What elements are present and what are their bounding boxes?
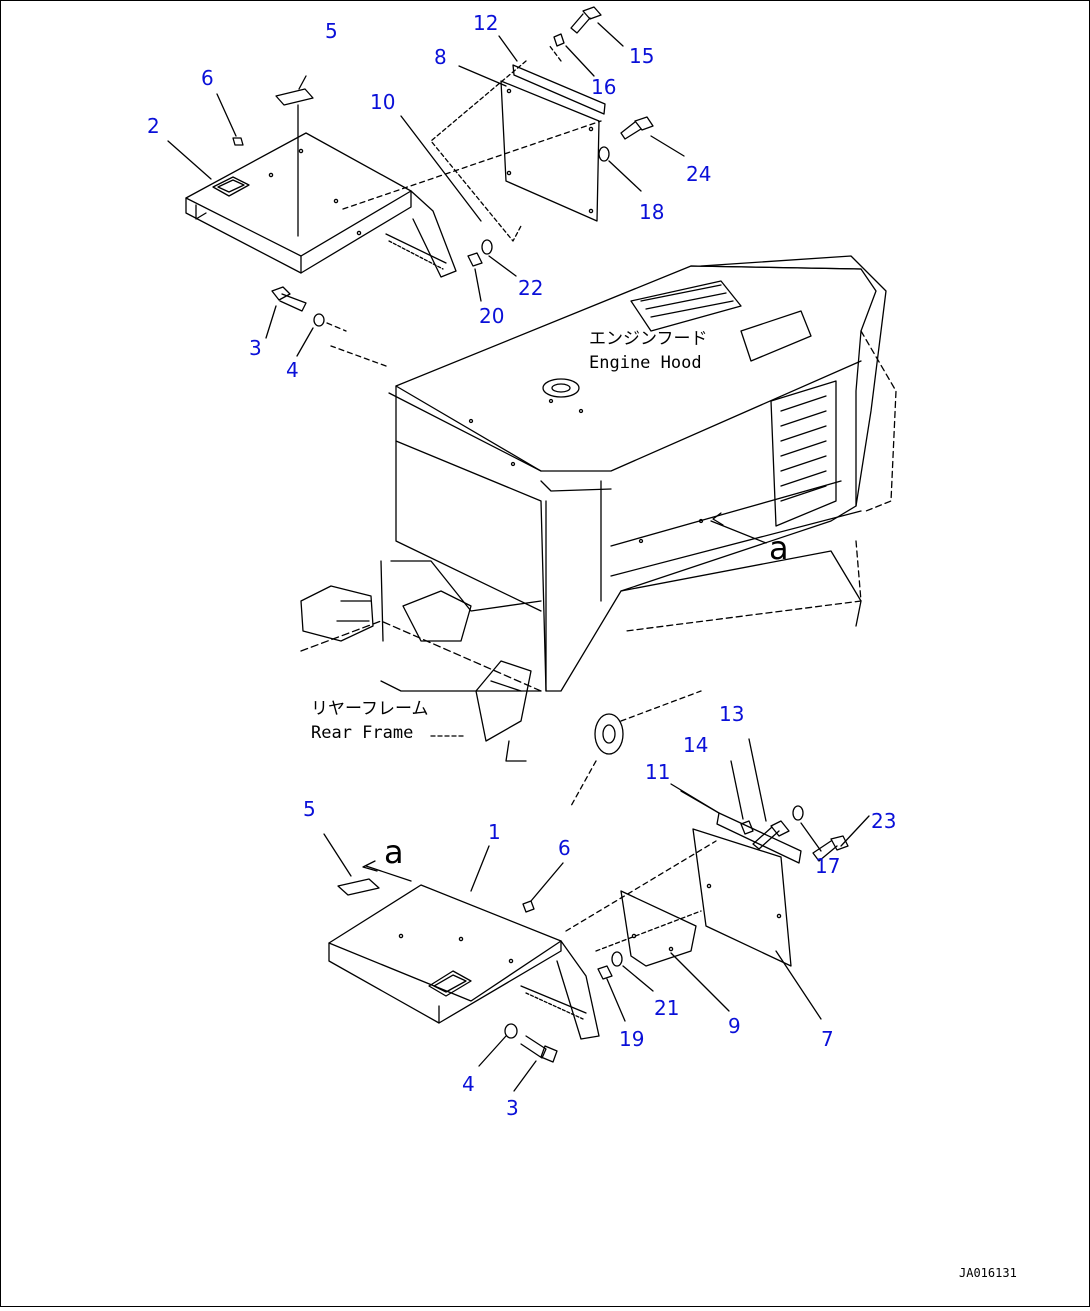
callout-4: 4 [286,358,299,382]
washer-21 [611,951,623,967]
rubber-grommet [570,690,702,807]
callout-16: 16 [591,75,616,99]
callout-5-lower: 5 [303,797,316,821]
bolt-24 [620,116,654,140]
callout-14: 14 [683,733,708,757]
engine-hood-label-jp: エンジンフード [589,329,708,349]
lower-bracket-11 [680,790,802,864]
callout-4-lower: 4 [462,1072,475,1096]
callout-18: 18 [639,200,664,224]
leader-line [548,44,562,62]
arrow-head [362,860,378,872]
callout-20: 20 [479,304,504,328]
callout-7: 7 [821,1027,834,1051]
label-plate-lower [337,878,380,896]
callout-15: 15 [629,44,654,68]
washer-14 [740,820,754,835]
bolt-15 [570,6,602,34]
callout-23: 23 [871,809,896,833]
lower-cap-part [522,900,535,913]
bolt-23 [812,835,849,862]
bolt-lower-left [504,1023,558,1063]
arrow-a-lower [365,865,412,882]
leader-line [565,840,717,932]
callout-10: 10 [370,90,395,114]
washer-17 [792,805,804,821]
nut-20 [467,252,483,267]
leader-line [342,120,602,210]
engine-hood-label-en: Engine Hood [589,353,702,373]
view-mark-a-hood: a [769,529,789,567]
callout-3: 3 [249,336,262,360]
callout-8: 8 [434,45,447,69]
callout-leaders [167,22,870,1092]
callout-9: 9 [728,1014,741,1038]
callout-3-lower: 3 [506,1096,519,1120]
label-plate-upper [275,88,314,106]
rear-frame-structure [300,560,542,762]
rear-frame-label-en: Rear Frame [311,723,413,743]
callout-11: 11 [645,760,670,784]
upper-cover-plate [185,132,457,278]
nut-19 [597,965,613,980]
lower-cover-plate [328,884,600,1040]
callout-5: 5 [325,19,338,43]
view-mark-a-lower: a [384,833,404,871]
callout-19: 19 [619,1027,644,1051]
upper-back-plate [430,60,606,242]
washer-18 [598,146,610,162]
bolt-13 [752,820,790,850]
callout-24: 24 [686,162,711,186]
washer-16 [553,33,565,47]
callout-12: 12 [473,11,498,35]
washer-22 [481,239,493,255]
rear-frame-label-jp: リヤーフレーム [311,699,428,719]
callout-2: 2 [147,114,160,138]
lower-side-plate-9 [595,890,702,967]
callout-21: 21 [654,996,679,1020]
callout-1: 1 [488,820,501,844]
lower-back-plate-7 [692,828,792,967]
upper-cap-part [232,137,244,146]
drawing-code: JA016131 [959,1266,1017,1280]
callout-6-lower: 6 [558,836,571,860]
callout-17: 17 [815,854,840,878]
bolt-upper-left [271,286,347,332]
callout-22: 22 [518,276,543,300]
callout-6: 6 [201,66,214,90]
callout-13: 13 [719,702,744,726]
engine-hood-body [330,255,897,692]
